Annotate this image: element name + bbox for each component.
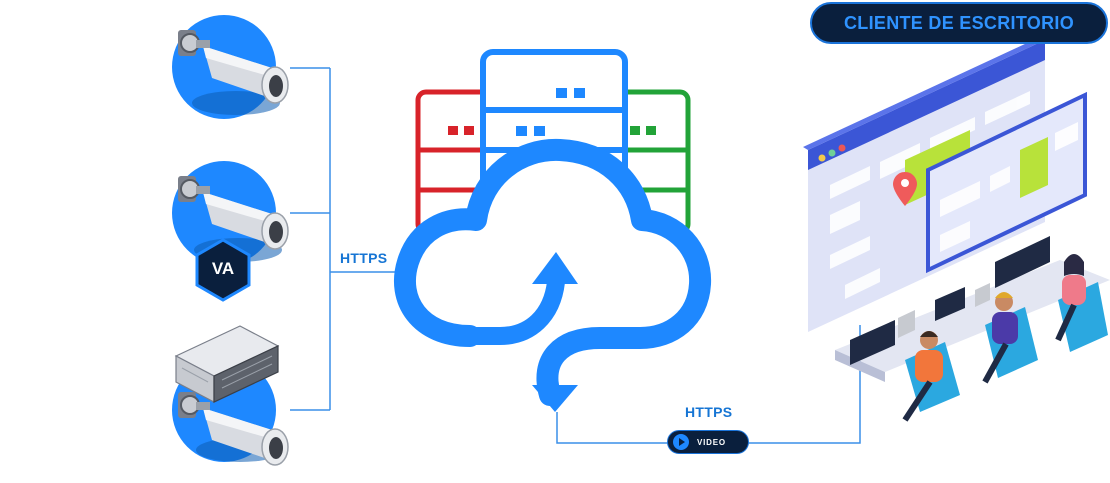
video-analytics-badge bbox=[195, 238, 251, 302]
security-camera-icon bbox=[178, 392, 289, 466]
va-badge-text: VA bbox=[211, 259, 235, 278]
https-label-right: HTTPS bbox=[685, 404, 733, 420]
desktop-client-title: CLIENTE DE ESCRITORIO bbox=[810, 2, 1108, 44]
security-camera-icon bbox=[178, 176, 289, 250]
workstation-monitors bbox=[850, 236, 1050, 365]
operator-1 bbox=[902, 331, 960, 422]
monitoring-center-illustration bbox=[803, 37, 1110, 422]
cloud-sync-icon bbox=[393, 138, 712, 412]
video-label: VIDEO bbox=[697, 437, 726, 447]
https-label-left: HTTPS bbox=[340, 250, 388, 266]
operator-3 bbox=[1055, 254, 1108, 352]
desk bbox=[835, 260, 1110, 372]
camera-3 bbox=[172, 325, 289, 466]
video-stream-badge: VIDEO bbox=[667, 430, 749, 454]
camera-2 bbox=[172, 161, 289, 302]
security-camera-icon bbox=[178, 30, 289, 104]
nvr-server-icon bbox=[174, 325, 280, 403]
operator-2 bbox=[982, 292, 1038, 384]
cloud-arrow-down bbox=[532, 385, 578, 412]
cloud-arrow-up bbox=[532, 252, 578, 284]
play-icon bbox=[673, 434, 689, 450]
camera-1 bbox=[172, 15, 289, 119]
